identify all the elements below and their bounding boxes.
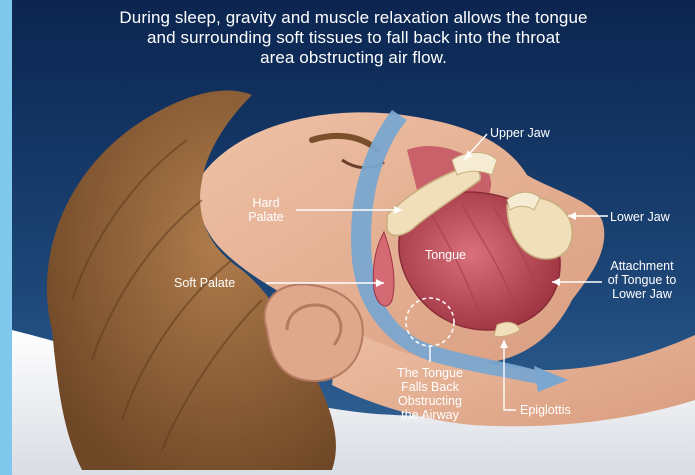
sleep-apnea-illustration (12, 0, 695, 475)
label-lower-jaw: Lower Jaw (610, 210, 670, 224)
ear (265, 284, 363, 381)
label-soft-palate: Soft Palate (174, 276, 235, 290)
label-upper-jaw: Upper Jaw (490, 126, 550, 140)
label-attachment: Attachment of Tongue to Lower Jaw (598, 259, 686, 301)
label-tongue-falls-back: The Tongue Falls Back Obstructing the Ai… (374, 366, 486, 422)
label-hard-palate: Hard Palate (238, 196, 294, 224)
caption-text: During sleep, gravity and muscle relaxat… (12, 8, 695, 68)
label-tongue: Tongue (425, 248, 466, 262)
upper-teeth (452, 153, 497, 176)
illustration-panel: During sleep, gravity and muscle relaxat… (12, 0, 695, 475)
label-epiglottis: Epiglottis (520, 403, 571, 417)
